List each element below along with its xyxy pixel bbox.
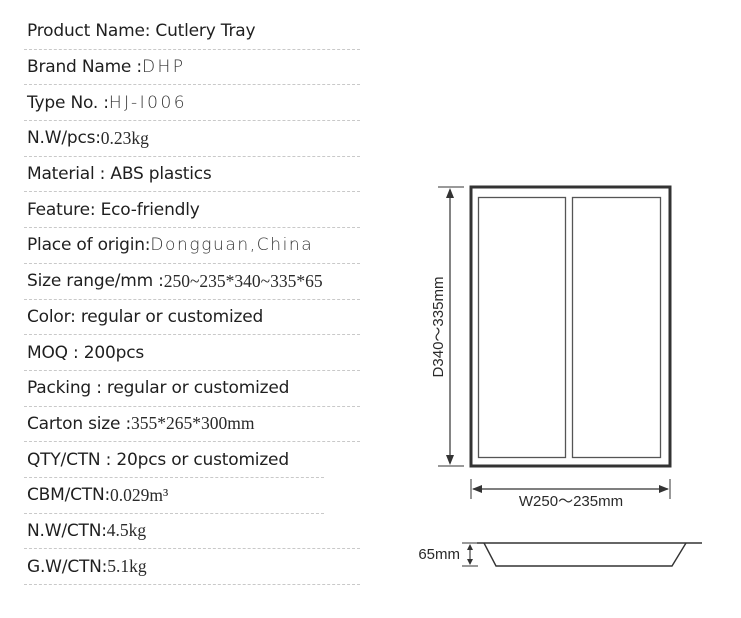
spec-label: MOQ : 200pcs: [27, 342, 145, 363]
spec-row-material: Material : ABS plastics: [24, 157, 360, 193]
tray-side-profile: [462, 542, 702, 567]
spec-label: Size range/mm :: [27, 271, 164, 292]
spec-row-place-of-origin: Place of origin: Dongguan,China: [24, 228, 360, 264]
spec-row-gw-ctn: G.W/CTN: 5.1kg: [24, 549, 360, 585]
spec-label: Packing : regular or customized: [27, 378, 290, 399]
spec-row-nw-pcs: N.W/pcs: 0.23kg: [24, 121, 360, 157]
spec-row-brand-name: Brand Name : DHP: [24, 50, 360, 86]
spec-row-nw-ctn: N.W/CTN: 4.5kg: [24, 514, 360, 550]
spec-label: QTY/CTN : 20pcs or customized: [27, 449, 289, 470]
spec-row-product-name: Product Name: Cutlery Tray: [24, 14, 360, 50]
depth-dimension: [438, 186, 464, 467]
spec-row-type-no: Type No. : HJ-I006: [24, 85, 360, 122]
spec-label: Feature: Eco-friendly: [27, 199, 200, 220]
spec-label: Place of origin:: [27, 235, 151, 256]
tray-compartment-right: [571, 196, 662, 459]
width-label: W250～235mm: [519, 493, 623, 510]
spec-row-size-range: Size range/mm : 250~235*340~335*65: [24, 264, 360, 300]
spec-list: Product Name: Cutlery Tray Brand Name : …: [24, 14, 360, 585]
spec-label: Type No. :: [27, 92, 109, 113]
height-label: 65mm: [418, 546, 460, 563]
spec-value: 355*265*300mm: [131, 413, 255, 434]
spec-label: Material : ABS plastics: [27, 164, 212, 185]
spec-row-color: Color: regular or customized: [24, 300, 360, 336]
spec-row-carton-size: Carton size : 355*265*300mm: [24, 407, 360, 443]
spec-value: 0.029m³: [110, 484, 169, 505]
spec-row-cbm-ctn: CBM/CTN: 0.029m³: [24, 478, 324, 514]
spec-value: 250~235*340~335*65: [163, 270, 323, 291]
tray-outline: [469, 185, 672, 468]
spec-label: N.W/pcs:: [27, 128, 101, 149]
spec-label: Product Name: Cutlery Tray: [27, 21, 256, 42]
spec-value: DHP: [141, 57, 186, 78]
spec-value: 0.23kg: [100, 127, 149, 148]
spec-row-moq: MOQ : 200pcs: [24, 335, 360, 371]
spec-row-feature: Feature: Eco-friendly: [24, 192, 360, 229]
spec-label: CBM/CTN:: [27, 485, 111, 506]
spec-row-packing: Packing : regular or customized: [24, 371, 360, 407]
width-dimension: [470, 479, 671, 499]
depth-label: D340～335mm: [430, 277, 447, 378]
spec-label: Carton size :: [27, 413, 132, 434]
spec-value: Dongguan,China: [150, 235, 314, 256]
spec-label: Color: regular or customized: [27, 306, 264, 327]
spec-label: G.W/CTN:: [27, 556, 108, 577]
tray-compartment-left: [477, 196, 567, 459]
spec-value: HJ-I006: [108, 92, 188, 113]
spec-row-qty-ctn: QTY/CTN : 20pcs or customized: [24, 442, 324, 478]
spec-value: 5.1kg: [107, 556, 147, 577]
spec-label: N.W/CTN:: [27, 520, 107, 541]
spec-value: 4.5kg: [106, 520, 147, 541]
spec-label: Brand Name :: [27, 57, 142, 78]
